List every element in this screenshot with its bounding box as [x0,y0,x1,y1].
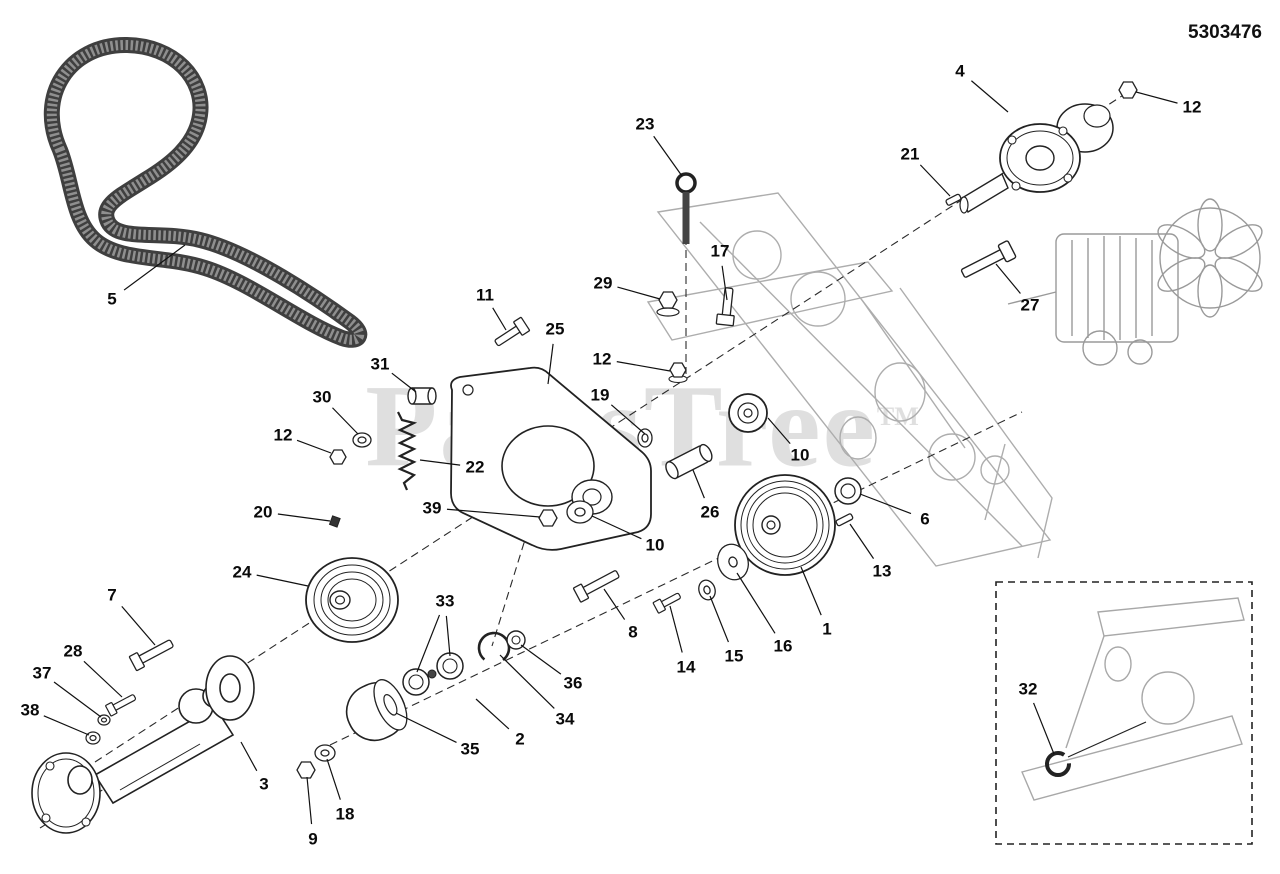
callout-13: 13 [872,561,892,581]
engine-sketch [1007,198,1263,366]
bearings-33 [402,652,464,696]
callout-15: 15 [724,646,744,666]
callout-20: 20 [253,502,273,522]
callout-38: 38 [20,700,40,720]
callout-33: 33 [435,591,455,611]
callout-16: 16 [773,636,793,656]
callout-12: 12 [592,349,612,369]
callout-22: 22 [465,457,485,477]
callout-12: 12 [273,425,293,445]
callout-23: 23 [635,114,655,134]
callout-29: 29 [593,273,613,293]
pulley-1 [734,474,836,576]
pulley-24 [305,557,399,643]
grommet-32 [1045,751,1071,777]
spacer-26 [665,443,713,480]
callout-10: 10 [645,535,665,555]
washer-36 [506,630,526,650]
washer-19 [637,428,653,448]
bolt-7 [128,639,174,672]
callout-7: 7 [107,585,117,605]
callout-4: 4 [955,61,965,81]
idler-pulley-10 [728,393,768,433]
callout-12: 12 [1182,97,1202,117]
callout-26: 26 [700,502,720,522]
callout-34: 34 [555,709,575,729]
callout-2: 2 [515,729,525,749]
nut-12-top [1118,81,1138,99]
callout-37: 37 [32,663,52,683]
callout-21: 21 [900,144,920,164]
callout-30: 30 [312,387,332,407]
nut-12-left [329,449,347,465]
callout-5: 5 [107,289,117,309]
nut-12-mid [668,362,688,384]
washer-37 [97,714,111,726]
callout-19: 19 [590,385,610,405]
callout-1: 1 [822,619,832,639]
bolt-8 [572,570,620,603]
idler-bracket [450,366,652,551]
washer-15 [698,579,716,601]
callout-8: 8 [628,622,638,642]
callout-6: 6 [920,509,930,529]
bolt-17 [715,287,735,327]
callout-18: 18 [335,804,355,824]
callout-24: 24 [232,562,252,582]
callout-3: 3 [259,774,269,794]
callout-31: 31 [370,354,390,374]
callout-17: 17 [710,241,730,261]
bolt-14 [652,592,681,614]
eye-bolt-23 [675,172,697,244]
callout-11: 11 [476,285,494,305]
bolt-27 [960,240,1017,278]
bolt-28 [105,694,137,717]
extension-spring [397,411,418,491]
frame-rails [646,192,1053,567]
doc-number: 5303476 [1188,22,1262,43]
callout-14: 14 [676,657,696,677]
snap-ring-34 [477,631,511,665]
callout-25: 25 [545,319,565,339]
callout-36: 36 [563,673,583,693]
bolt-11 [494,316,531,347]
inset-box [995,581,1253,845]
callout-28: 28 [63,641,83,661]
bearing-6 [834,477,862,505]
washer-38 [85,731,101,745]
nut-9 [296,761,316,779]
callout-32: 32 [1018,679,1038,699]
callout-9: 9 [308,829,318,849]
callout-39: 39 [422,498,442,518]
lower-spindle-assembly [31,655,255,834]
washer-10-center [566,500,594,524]
nut-29 [656,291,680,317]
callout-10: 10 [790,445,810,465]
key-13 [835,513,854,527]
callout-27: 27 [1020,295,1040,315]
washer-18 [314,744,336,762]
washer-16 [717,543,749,581]
key-20 [328,515,341,528]
washer-30 [352,432,372,448]
upper-spindle-assembly [959,103,1114,214]
nut-39 [538,509,558,527]
roller-35 [345,679,408,742]
key-21 [945,193,962,206]
callout-35: 35 [460,739,480,759]
